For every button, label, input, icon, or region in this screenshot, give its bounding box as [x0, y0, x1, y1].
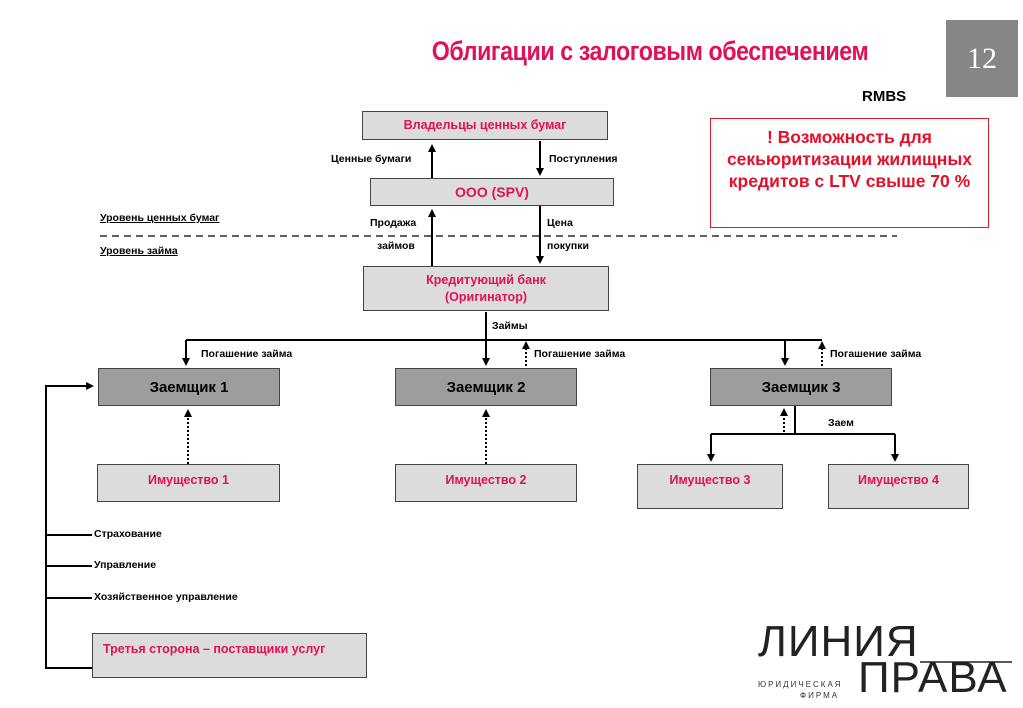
- edge-label-price-2: покупки: [547, 240, 589, 252]
- service-economic-management: Хозяйственное управление: [94, 591, 238, 603]
- level-securities-label: Уровень ценных бумаг: [100, 212, 220, 224]
- node-property-3: Имущество 3: [637, 464, 783, 509]
- edge-label-securities: Ценные бумаги: [331, 153, 412, 165]
- note-box: ! Возможность для секьюритизации жилищны…: [710, 118, 989, 228]
- node-property-1: Имущество 1: [97, 464, 280, 502]
- logo-subtitle-2: ФИРМА: [800, 691, 840, 700]
- edge-label-loans: Займы: [492, 320, 528, 332]
- edge-label-price-1: Цена: [547, 217, 573, 229]
- slide-subtitle: RMBS: [862, 88, 907, 105]
- node-property-4: Имущество 4: [828, 464, 969, 509]
- node-holders: Владельцы ценных бумаг: [362, 111, 608, 140]
- node-originator-bank-line2: (Оригинатор): [445, 289, 527, 304]
- node-third-party: Третья сторона – поставщики услуг: [92, 633, 367, 678]
- edge-label-repayment-1: Погашение займа: [201, 348, 293, 360]
- edge-label-repayment-2: Погашение займа: [534, 348, 626, 360]
- node-property-2: Имущество 2: [395, 464, 577, 502]
- logo-rule: [920, 661, 1012, 663]
- page-number-badge: 12: [946, 20, 1018, 97]
- slide-title: Облигации с залоговым обеспечением: [431, 36, 869, 66]
- logo-subtitle-1: ЮРИДИЧЕСКАЯ: [758, 680, 843, 689]
- edge-label-proceeds: Поступления: [549, 153, 618, 165]
- services-bracket: [45, 382, 95, 669]
- node-borrower-3: Заемщик 3: [710, 368, 892, 406]
- node-spv: ООО (SPV): [370, 178, 614, 206]
- edge-label-sale-2: займов: [377, 240, 415, 252]
- service-management: Управление: [94, 559, 157, 571]
- node-borrower-2: Заемщик 2: [395, 368, 577, 406]
- node-originator-bank-line1: Кредитующий банк: [426, 272, 546, 287]
- node-borrower-1: Заемщик 1: [98, 368, 280, 406]
- level-loan-label: Уровень займа: [100, 245, 178, 257]
- logo-text-bottom: ПРАВА: [858, 653, 1008, 702]
- edge-label-repayment-3: Погашение займа: [830, 348, 922, 360]
- node-originator-bank: Кредитующий банк (Оригинатор): [363, 266, 609, 311]
- edge-label-sale-1: Продажа: [370, 217, 417, 229]
- logo-text-top: ЛИНИЯ: [758, 617, 919, 666]
- edge-label-loan: Заем: [828, 417, 854, 429]
- service-insurance: Страхование: [94, 528, 162, 540]
